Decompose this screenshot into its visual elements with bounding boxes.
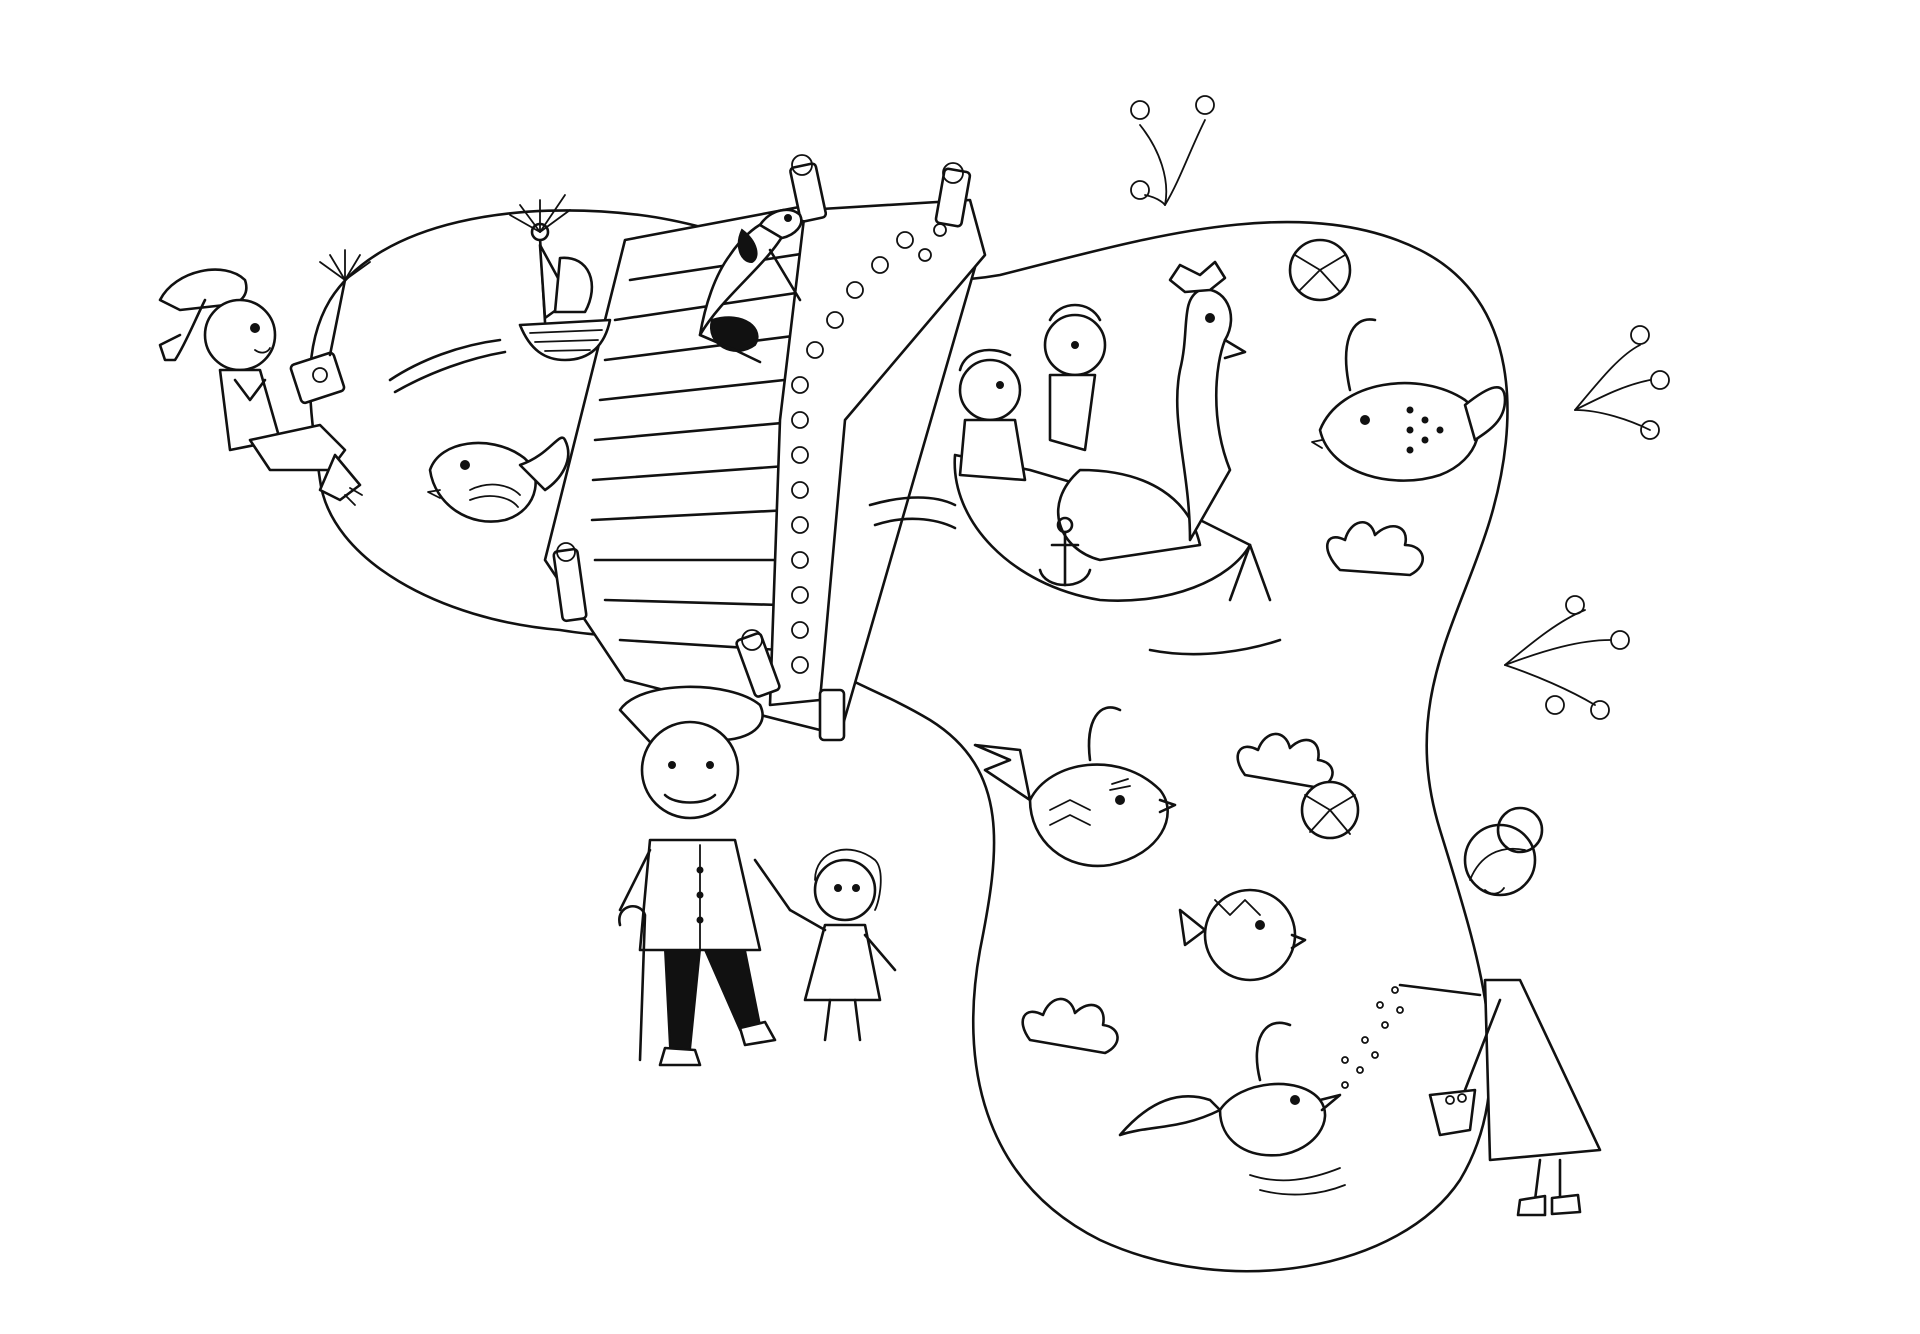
seashell — [1290, 240, 1358, 838]
flower-sprig — [1131, 96, 1214, 205]
toy-sailboat — [390, 195, 610, 392]
sailor-child — [160, 250, 370, 505]
fish — [1312, 319, 1505, 480]
curly-girl — [790, 850, 895, 1040]
food-pellets — [1342, 987, 1403, 1088]
walking-cane — [619, 906, 645, 1060]
fish — [1120, 1023, 1345, 1195]
swan-boat — [955, 262, 1270, 601]
dog — [700, 210, 801, 362]
woman-feeding-fish — [1400, 808, 1600, 1215]
fish — [975, 707, 1175, 866]
railing-swirls — [792, 224, 946, 673]
flower-sprig — [1575, 326, 1669, 439]
water-lily — [1023, 522, 1423, 1053]
grandfather — [619, 687, 790, 1065]
anchor — [1040, 518, 1090, 585]
fish — [428, 438, 568, 522]
flower-sprig — [1505, 596, 1629, 719]
arched-bridge — [545, 155, 985, 740]
bridge-post — [553, 155, 970, 740]
fish — [1180, 890, 1305, 980]
food-bag — [1430, 1090, 1475, 1135]
remote-control — [290, 250, 370, 404]
